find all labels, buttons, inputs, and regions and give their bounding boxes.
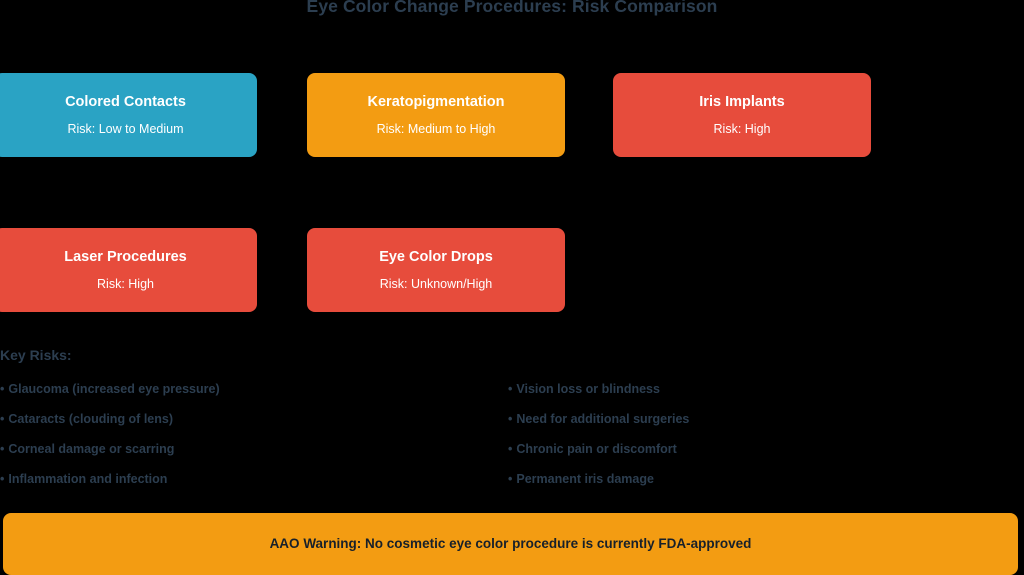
key-risk-label: Cataracts (clouding of lens)	[8, 412, 173, 426]
procedure-card-title: Keratopigmentation	[367, 94, 505, 110]
procedure-card-eye-color-drops[interactable]: Eye Color Drops Risk: Unknown/High	[307, 228, 565, 312]
key-risk-label: Permanent iris damage	[516, 472, 654, 486]
key-risk-label: Need for additional surgeries	[516, 412, 690, 426]
procedure-card-risk: Risk: High	[713, 121, 771, 136]
procedure-card-keratopigmentation[interactable]: Keratopigmentation Risk: Medium to High	[307, 73, 565, 157]
bullet-icon: •	[508, 442, 513, 456]
procedure-card-iris-implants[interactable]: Iris Implants Risk: High	[613, 73, 871, 157]
bullet-icon: •	[0, 472, 5, 486]
procedure-card-title: Iris Implants	[699, 94, 785, 110]
key-risks-heading: Key Risks:	[0, 347, 72, 363]
bullet-icon: •	[0, 412, 5, 426]
key-risks-left-column: •Glaucoma (increased eye pressure) •Cata…	[0, 381, 220, 501]
key-risk-item: •Permanent iris damage	[508, 471, 689, 501]
bullet-icon: •	[508, 412, 513, 426]
bullet-icon: •	[0, 442, 5, 456]
key-risk-label: Corneal damage or scarring	[8, 442, 175, 456]
procedure-card-laser-procedures[interactable]: Laser Procedures Risk: High	[0, 228, 257, 312]
bullet-icon: •	[508, 382, 513, 396]
key-risks-right-column: •Vision loss or blindness •Need for addi…	[508, 381, 689, 501]
procedure-card-risk: Risk: Medium to High	[376, 121, 496, 136]
warning-banner-text: AAO Warning: No cosmetic eye color proce…	[269, 536, 752, 551]
page-title: Eye Color Change Procedures: Risk Compar…	[306, 0, 718, 16]
procedure-card-title: Laser Procedures	[64, 249, 187, 265]
key-risk-item: •Corneal damage or scarring	[0, 441, 220, 471]
procedure-card-title: Eye Color Drops	[379, 249, 493, 265]
procedure-card-title: Colored Contacts	[65, 94, 186, 110]
bullet-icon: •	[508, 472, 513, 486]
key-risk-item: •Inflammation and infection	[0, 471, 220, 501]
key-risk-label: Vision loss or blindness	[516, 382, 660, 396]
procedure-card-colored-contacts[interactable]: Colored Contacts Risk: Low to Medium	[0, 73, 257, 157]
procedure-card-risk: Risk: Low to Medium	[67, 121, 184, 136]
key-risk-item: •Vision loss or blindness	[508, 381, 689, 411]
procedure-card-risk: Risk: High	[97, 276, 154, 291]
key-risk-item: •Glaucoma (increased eye pressure)	[0, 381, 220, 411]
key-risk-item: •Chronic pain or discomfort	[508, 441, 689, 471]
key-risk-item: •Cataracts (clouding of lens)	[0, 411, 220, 441]
bullet-icon: •	[0, 382, 5, 396]
warning-banner: AAO Warning: No cosmetic eye color proce…	[3, 513, 1018, 575]
procedure-card-risk: Risk: Unknown/High	[379, 276, 493, 291]
key-risk-label: Inflammation and infection	[8, 472, 168, 486]
key-risk-label: Chronic pain or discomfort	[516, 442, 677, 456]
key-risk-label: Glaucoma (increased eye pressure)	[8, 382, 220, 396]
key-risk-item: •Need for additional surgeries	[508, 411, 689, 441]
